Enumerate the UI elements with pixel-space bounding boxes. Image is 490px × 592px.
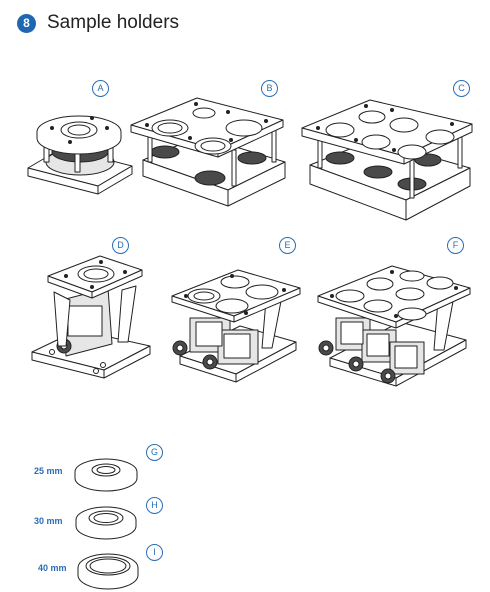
holder-a-illustration bbox=[27, 115, 133, 195]
ring-h-30mm-illustration bbox=[75, 506, 137, 540]
callout-a: A bbox=[92, 80, 109, 97]
size-label-25mm: 25 mm bbox=[34, 466, 63, 476]
callout-g: G bbox=[146, 444, 163, 461]
section-header: 8 Sample holders bbox=[17, 11, 179, 35]
size-label-40mm: 40 mm bbox=[38, 563, 67, 573]
size-label-30mm: 30 mm bbox=[34, 516, 63, 526]
holder-e-illustration bbox=[171, 269, 301, 383]
ring-g-25mm-illustration bbox=[74, 458, 138, 492]
holder-c-illustration bbox=[301, 99, 473, 221]
step-number-badge: 8 bbox=[17, 13, 36, 33]
callout-b: B bbox=[261, 80, 278, 97]
ring-i-40mm-illustration bbox=[77, 553, 139, 590]
callout-d: D bbox=[112, 237, 129, 254]
section-title: Sample holders bbox=[47, 12, 180, 33]
callout-c: C bbox=[453, 80, 470, 97]
holder-f-illustration bbox=[317, 265, 471, 387]
holder-b-illustration bbox=[130, 97, 286, 207]
callout-e: E bbox=[279, 237, 296, 254]
callout-h: H bbox=[146, 497, 163, 514]
callout-f: F bbox=[447, 237, 464, 254]
callout-i: I bbox=[146, 544, 163, 561]
holder-d-illustration bbox=[31, 255, 151, 379]
